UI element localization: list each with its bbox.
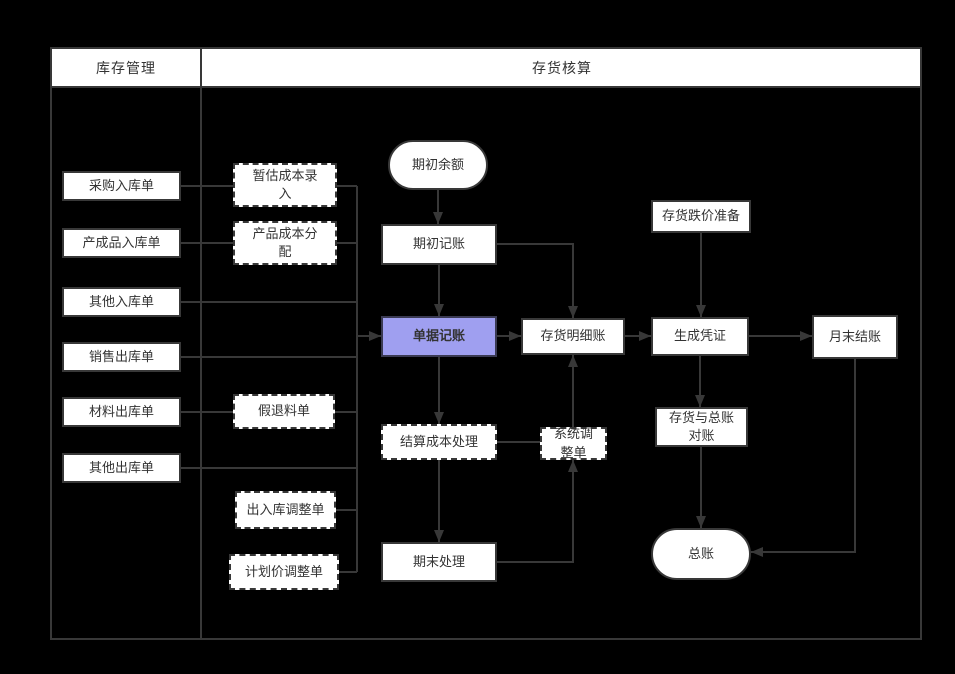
node-other-inbound-order[interactable]: 其他入库单 — [62, 287, 181, 317]
node-sales-outbound-order[interactable]: 销售出库单 — [62, 342, 181, 372]
node-inventory-gl-reconciliation[interactable]: 存货与总账对账 — [655, 407, 748, 447]
node-beginning-balance[interactable]: 期初余额 — [388, 140, 488, 190]
node-other-outbound-order[interactable]: 其他出库单 — [62, 453, 181, 483]
node-material-outbound-order[interactable]: 材料出库单 — [62, 397, 181, 427]
node-product-cost-allocation[interactable]: 产品成本分配 — [233, 221, 337, 265]
edge-beginbooking-to-invdetail — [497, 243, 578, 318]
node-inventory-detail-ledger[interactable]: 存货明细账 — [521, 318, 625, 355]
node-inventory-depreciation-reserve[interactable]: 存货跌价准备 — [651, 200, 751, 233]
node-period-end-processing[interactable]: 期末处理 — [381, 542, 497, 582]
lane-divider — [200, 47, 202, 640]
node-fake-return-order[interactable]: 假退料单 — [233, 394, 335, 429]
node-inout-adjustment-order[interactable]: 出入库调整单 — [235, 491, 336, 529]
node-month-end-closing[interactable]: 月末结账 — [812, 315, 898, 359]
edge-periodend-to-sysadjust — [497, 460, 578, 563]
node-purchase-inbound-order[interactable]: 采购入库单 — [62, 171, 181, 201]
edge-monthclose-to-gl — [751, 359, 856, 557]
node-plan-price-adjustment-order[interactable]: 计划价调整单 — [229, 554, 339, 590]
node-system-adjustment-order[interactable]: 系统调整单 — [540, 426, 607, 460]
node-generate-voucher[interactable]: 生成凭证 — [651, 317, 749, 356]
node-general-ledger[interactable]: 总账 — [651, 528, 751, 580]
swimlane-header-row — [50, 47, 922, 88]
node-document-booking[interactable]: 单据记账 — [381, 316, 497, 357]
node-finished-goods-inbound-order[interactable]: 产成品入库单 — [62, 228, 181, 258]
node-estimated-cost-entry[interactable]: 暂估成本录入 — [233, 163, 337, 207]
lane-header-inventory-accounting: 存货核算 — [532, 59, 592, 76]
node-settlement-cost-processing[interactable]: 结算成本处理 — [381, 424, 497, 460]
lane-header-inventory-management: 库存管理 — [96, 59, 156, 76]
node-beginning-booking[interactable]: 期初记账 — [381, 224, 497, 265]
